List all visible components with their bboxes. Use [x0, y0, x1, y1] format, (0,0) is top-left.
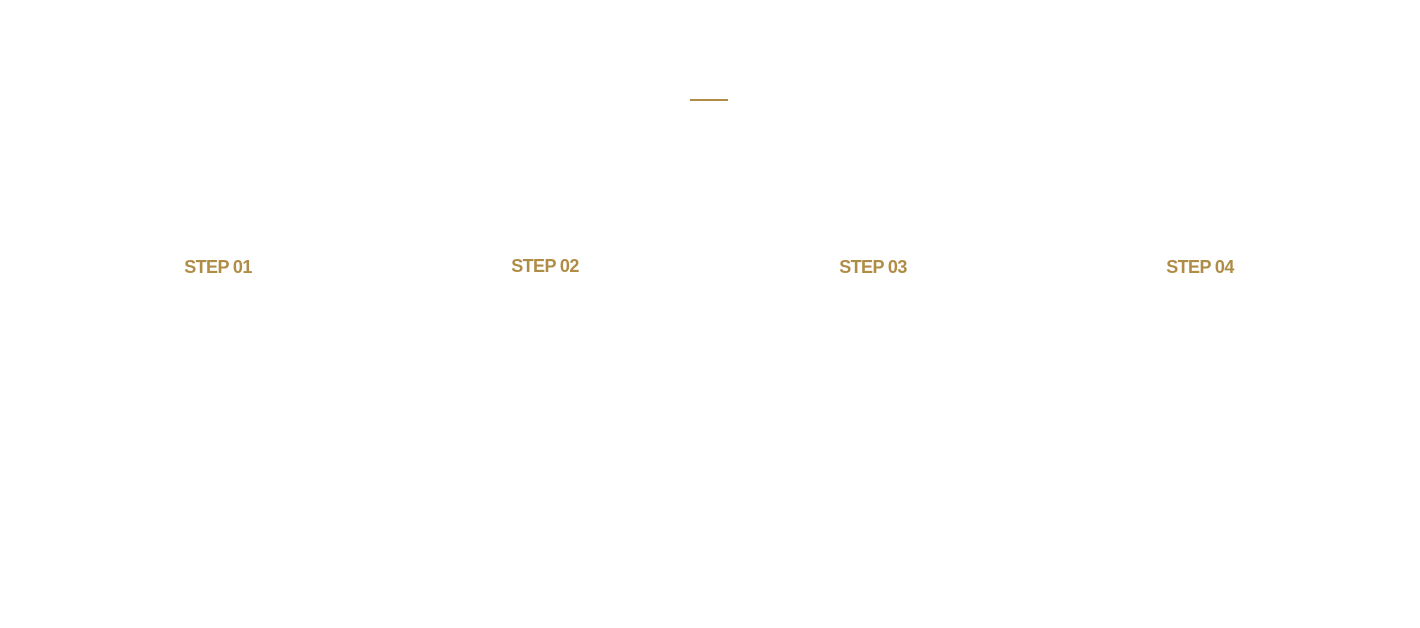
steps-row: STEP 01 STEP 02 STEP 03 STEP 04 [0, 255, 1420, 285]
step-label-01: STEP 01 [184, 257, 252, 277]
step-label-03: STEP 03 [839, 257, 907, 277]
accent-divider [690, 99, 728, 101]
step-label-04: STEP 04 [1166, 257, 1234, 277]
step-label-02: STEP 02 [511, 256, 579, 276]
